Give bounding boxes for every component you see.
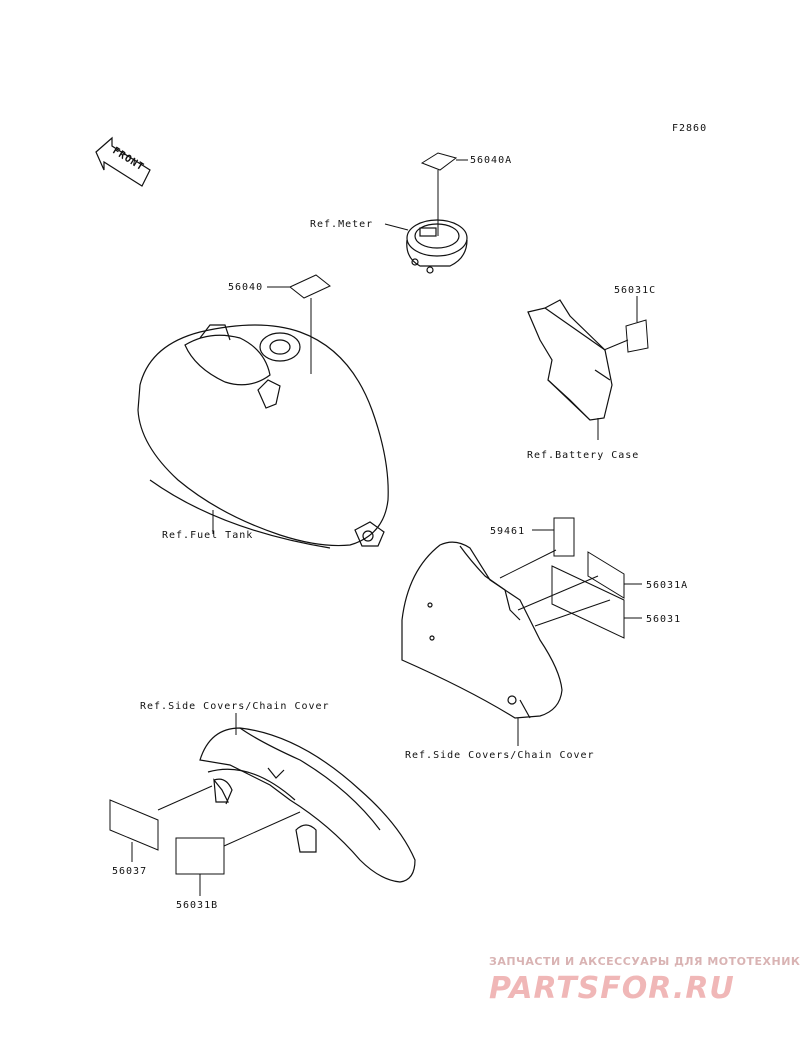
- label-56040a-group: 56040A: [420, 152, 512, 236]
- decal-56031: [551, 565, 625, 639]
- decal-56040a: [420, 152, 458, 171]
- figure-code: F2860: [672, 123, 707, 134]
- part-59461: 59461: [490, 526, 525, 537]
- ref-side-covers-top: Ref.Side Covers/Chain Cover: [140, 701, 330, 712]
- front-arrow-icon: FRONT: [95, 136, 151, 187]
- part-56031a: 56031A: [646, 580, 688, 591]
- ref-battery-case: Ref.Battery Case: [527, 450, 639, 461]
- battery-case-drawing: 56031C Ref.Battery Case: [527, 285, 656, 461]
- decal-59461: [553, 517, 575, 557]
- part-56031b: 56031B: [176, 900, 218, 911]
- fuel-tank-drawing: Ref.Fuel Tank: [137, 324, 389, 549]
- label-56040-group: 56040: [228, 274, 331, 374]
- watermark-logo: ЗАПЧАСТИ И АКСЕССУАРЫ ДЛЯ МОТОТЕХНИКИ PA…: [489, 955, 800, 1006]
- part-56037: 56037: [112, 866, 147, 877]
- decal-56040: [289, 274, 331, 299]
- watermark-tagline: ЗАПЧАСТИ И АКСЕССУАРЫ ДЛЯ МОТОТЕХНИКИ: [489, 955, 800, 968]
- decal-56031a: [587, 551, 625, 599]
- watermark-brand: PARTSFOR.RU: [489, 971, 735, 1006]
- side-cover-right-drawing: 59461 56031A 56031 Ref.Side Covers/Chain…: [401, 517, 688, 761]
- chain-cover-drawing: Ref.Side Covers/Chain Cover 56037 56031B: [109, 701, 416, 911]
- ref-meter: Ref.Meter: [310, 219, 373, 230]
- part-56031: 56031: [646, 614, 681, 625]
- decal-56037: [109, 799, 159, 851]
- meter-drawing: Ref.Meter: [310, 219, 468, 274]
- part-56040a: 56040A: [470, 155, 512, 166]
- ref-fuel-tank: Ref.Fuel Tank: [162, 530, 253, 541]
- ref-side-covers-right: Ref.Side Covers/Chain Cover: [405, 750, 595, 761]
- decal-56031b: [175, 837, 225, 875]
- part-56031c: 56031C: [614, 285, 656, 296]
- part-56040: 56040: [228, 282, 263, 293]
- decal-56031c: [625, 319, 649, 353]
